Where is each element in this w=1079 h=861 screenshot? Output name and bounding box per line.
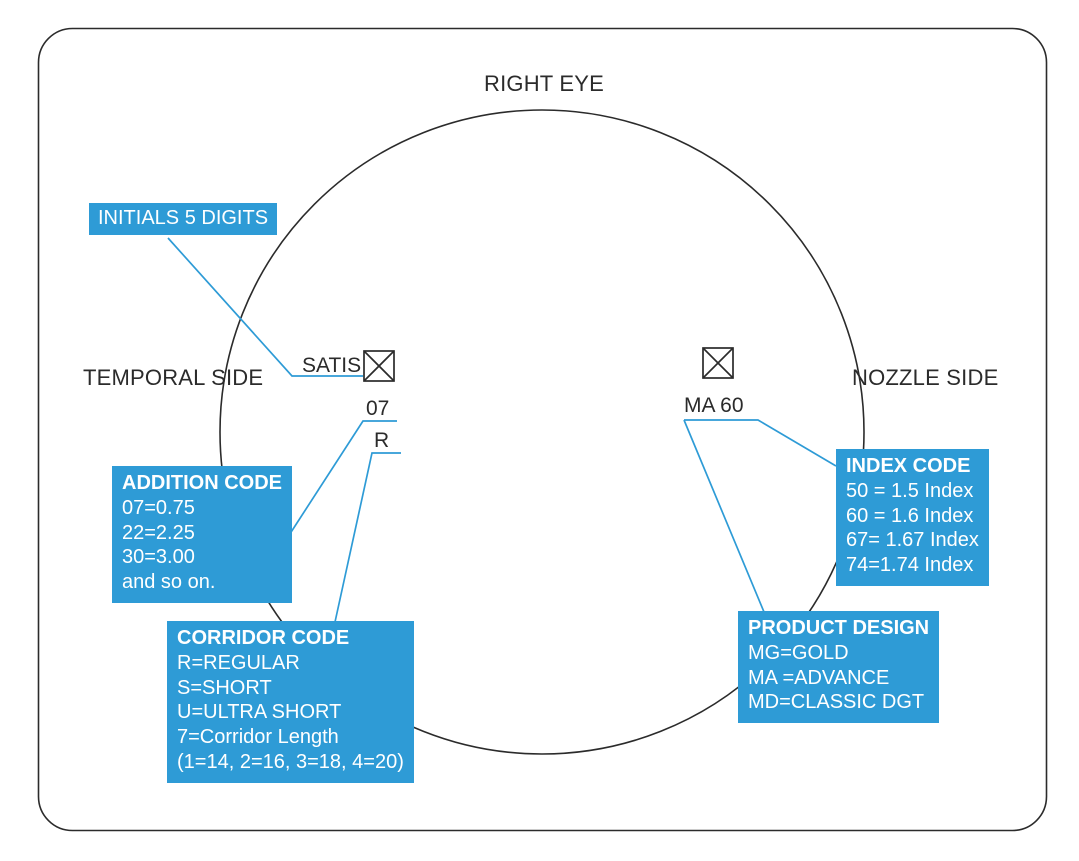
leader-addition <box>283 420 397 544</box>
callout-addition-code: ADDITION CODE 07=0.75 22=2.25 30=3.00 an… <box>112 466 292 603</box>
engraving-design-index: MA 60 <box>684 394 744 417</box>
callout-addition-line: 30=3.00 <box>122 546 195 569</box>
callout-corridor-line: U=ULTRA SHORT <box>177 701 342 724</box>
outer-frame <box>37 27 1048 832</box>
leader-index <box>684 419 837 467</box>
callout-index-line: 67= 1.67 Index <box>846 529 979 552</box>
callout-corridor-line: R=REGULAR <box>177 651 300 674</box>
callout-product-line: MD=CLASSIC DGT <box>748 691 925 714</box>
callout-corridor-line: S=SHORT <box>177 676 272 699</box>
callout-index-line: 74=1.74 Index <box>846 554 974 577</box>
callout-product-title: PRODUCT DESIGN <box>748 617 930 639</box>
callout-index-title: INDEX CODE <box>846 455 971 477</box>
leader-product <box>683 419 765 613</box>
engraving-initials: SATIS <box>302 354 362 377</box>
callout-index-line: 50 = 1.5 Index <box>846 479 974 502</box>
callout-addition-title: ADDITION CODE <box>122 472 282 494</box>
x-marker-right <box>702 347 734 379</box>
leader-initials <box>167 237 363 377</box>
callout-addition-line: 22=2.25 <box>122 521 195 544</box>
callout-addition-line: 07=0.75 <box>122 496 195 519</box>
engraving-addition: 07 <box>366 397 390 420</box>
callout-corridor-line: 7=Corridor Length <box>177 726 339 749</box>
callout-initials-title: INITIALS 5 DIGITS <box>98 207 269 229</box>
callout-index-code: INDEX CODE 50 = 1.5 Index 60 = 1.6 Index… <box>836 449 989 586</box>
callout-corridor-line: (1=14, 2=16, 3=18, 4=20) <box>177 750 404 773</box>
callout-product-line: MA =ADVANCE <box>748 666 890 689</box>
engraving-corridor: R <box>374 429 390 452</box>
callout-corridor-code: CORRIDOR CODE R=REGULAR S=SHORT U=ULTRA … <box>167 621 414 783</box>
callout-initials: INITIALS 5 DIGITS <box>89 203 278 236</box>
callout-index-line: 60 = 1.6 Index <box>846 504 974 527</box>
callout-product-design: PRODUCT DESIGN MG=GOLD MA =ADVANCE MD=CL… <box>738 611 940 724</box>
label-temporal-side: TEMPORAL SIDE <box>83 365 264 390</box>
leader-corridor <box>334 452 401 623</box>
callout-product-line: MG=GOLD <box>748 641 849 664</box>
page-title: RIGHT EYE <box>484 71 604 96</box>
lens-circle <box>219 109 865 755</box>
callout-addition-line: and so on. <box>122 571 216 594</box>
x-marker-left <box>363 350 395 382</box>
label-nozzle-side: NOZZLE SIDE <box>852 365 999 390</box>
callout-corridor-title: CORRIDOR CODE <box>177 627 350 649</box>
